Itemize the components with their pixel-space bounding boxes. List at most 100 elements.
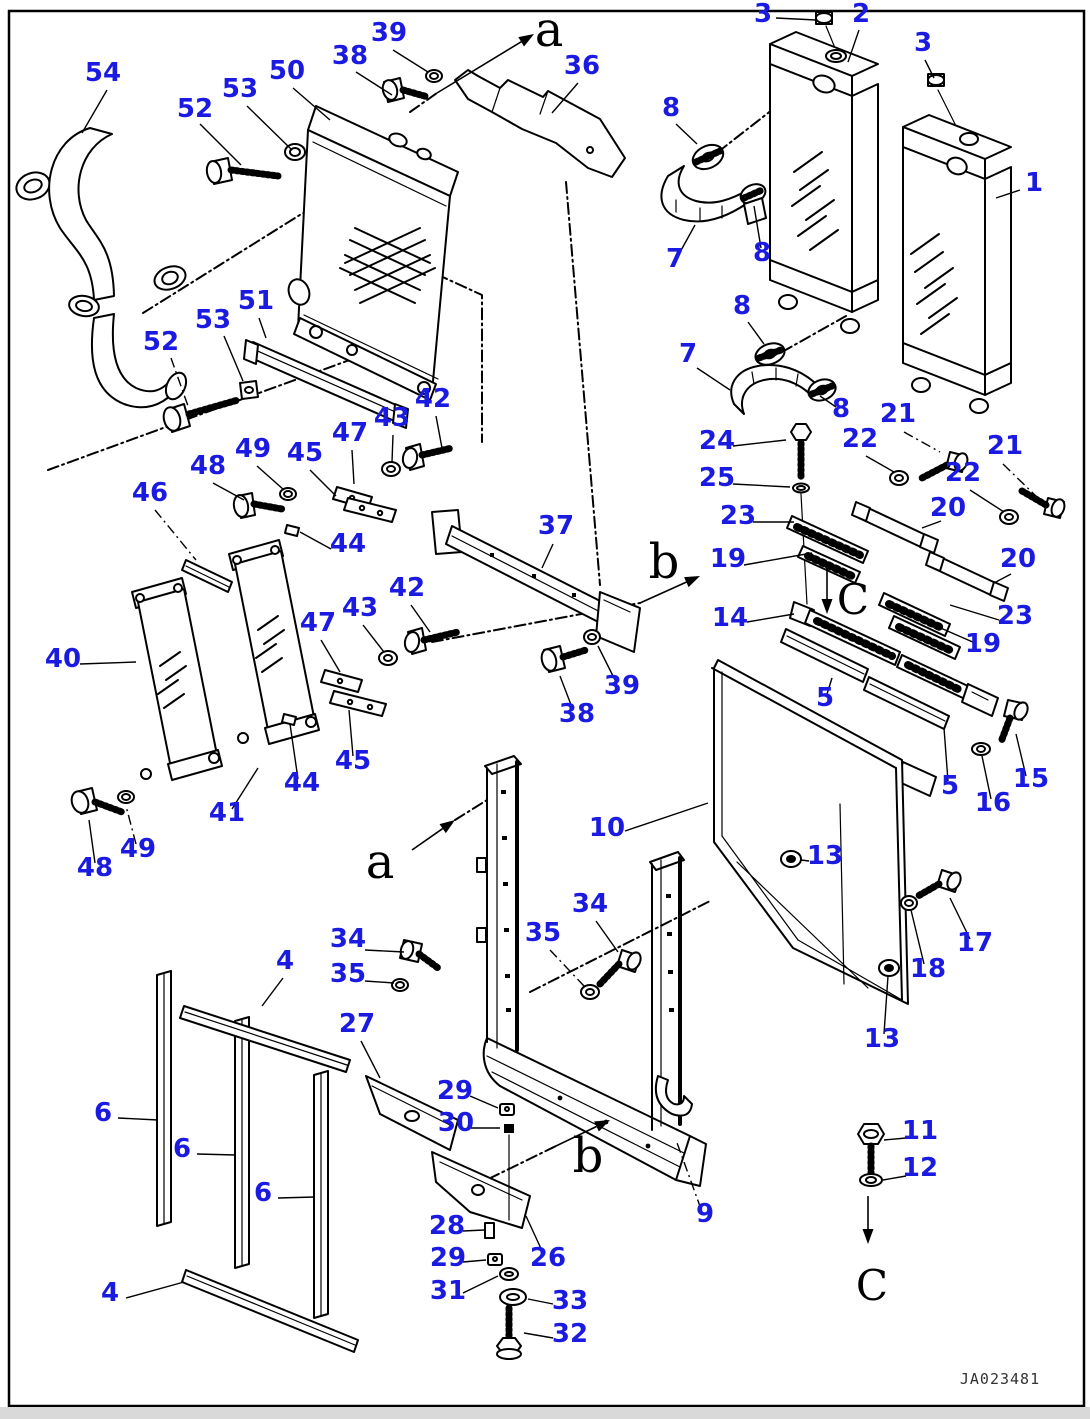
oil-cooler-40 [131, 577, 223, 781]
leader-line [117, 1117, 159, 1121]
strip-6-third [313, 1070, 329, 1319]
leader-line [462, 1275, 499, 1294]
leader-line [277, 1196, 316, 1199]
part-number-42: 42 [389, 573, 425, 603]
bracket-36 [454, 69, 626, 178]
leader-line [1002, 463, 1041, 501]
part-number-10: 10 [589, 813, 625, 843]
bar-23-upper [786, 515, 869, 564]
part-number-49: 49 [235, 434, 271, 464]
part-number-31: 31 [430, 1276, 466, 1306]
part-number-44: 44 [330, 529, 366, 559]
section-letter-b: b [573, 1128, 604, 1184]
part-number-20: 20 [1000, 544, 1036, 574]
strip-4-upper [179, 1005, 351, 1073]
washer-35-right [580, 984, 600, 1000]
leader-line [935, 625, 976, 644]
part-number-7: 7 [679, 339, 697, 369]
bolt-48-lower [70, 787, 126, 816]
leader-line [299, 531, 332, 550]
grommet-13-upper [780, 850, 802, 868]
leader-line [800, 859, 810, 862]
leader-line [949, 897, 971, 940]
pin-44-lower [281, 713, 297, 726]
leader-line [732, 439, 787, 447]
leader-line [523, 1332, 554, 1339]
leader-line [747, 321, 765, 345]
grommet-13-lower [878, 959, 900, 977]
part-number-46: 46 [132, 478, 168, 508]
part-number-35: 35 [525, 918, 561, 948]
washer-49-lower [117, 790, 135, 804]
flange-8-a [691, 143, 725, 171]
part-number-29: 29 [437, 1076, 473, 1106]
plug-3-left [815, 11, 833, 25]
part-number-18: 18 [910, 954, 946, 984]
leader-line [597, 645, 618, 685]
section-letter-c: C [856, 1261, 888, 1310]
leader-line [903, 431, 941, 453]
leader-line [541, 543, 554, 569]
leader-line [289, 723, 299, 780]
part-number-39: 39 [604, 671, 640, 701]
bolt-52-lower [162, 396, 242, 433]
section-letter-a: a [366, 834, 395, 890]
section-arrow-line [555, 1125, 597, 1147]
section-arrow-line [411, 827, 444, 851]
bolt-21-upper [918, 451, 969, 482]
leader-line [527, 1298, 554, 1305]
section-letter-c: C [837, 575, 869, 624]
strip-6-second [234, 1016, 250, 1269]
bracket-14 [789, 601, 999, 717]
leader-lines [79, 17, 1041, 1339]
flange-8-d [807, 378, 837, 402]
bar-20-upper [851, 501, 939, 554]
part-number-47: 47 [332, 418, 368, 448]
shroud-10 [711, 659, 909, 1005]
part-number-12: 12 [902, 1153, 938, 1183]
leader-line [819, 395, 837, 408]
part-number-25: 25 [699, 463, 735, 493]
part-number-33: 33 [552, 1286, 588, 1316]
leader-line [969, 489, 1005, 513]
bracket-45-lower [329, 690, 387, 717]
part-number-6: 6 [173, 1134, 191, 1164]
flange-8-c [754, 342, 786, 366]
radiator-core-1 [902, 114, 1012, 414]
part-number-30: 30 [438, 1108, 474, 1138]
part-number-44: 44 [284, 768, 320, 798]
part-number-6: 6 [254, 1178, 272, 1208]
leader-line [199, 123, 242, 166]
part-number-24: 24 [699, 426, 735, 456]
bar-19-lower [888, 615, 961, 660]
part-number-26: 26 [530, 1243, 566, 1273]
part-number-40: 40 [45, 644, 81, 674]
part-number-34: 34 [330, 924, 366, 954]
part-number-41: 41 [209, 798, 245, 828]
leader-line [469, 1095, 499, 1109]
part-number-38: 38 [559, 699, 595, 729]
leader-line [921, 520, 942, 529]
part-number-7: 7 [666, 244, 684, 274]
leader-line [364, 949, 405, 953]
part-number-49: 49 [120, 834, 156, 864]
leader-line [212, 482, 245, 501]
leader-line [910, 909, 925, 965]
bar-23-lower [878, 592, 951, 637]
nut-22-lower [999, 509, 1019, 525]
part-number-9: 9 [696, 1199, 714, 1229]
part-number-20: 20 [930, 493, 966, 523]
part-number-36: 36 [564, 51, 600, 81]
part-number-52: 52 [177, 94, 213, 124]
leader-line [351, 449, 355, 485]
flange-8-b [739, 183, 767, 225]
part-number-42: 42 [415, 384, 451, 414]
leader-line [624, 802, 709, 832]
part-number-28: 28 [429, 1211, 465, 1241]
part-number-37: 37 [538, 511, 574, 541]
leader-line [981, 755, 992, 800]
leader-line [355, 71, 393, 96]
part-number-8: 8 [832, 394, 850, 424]
